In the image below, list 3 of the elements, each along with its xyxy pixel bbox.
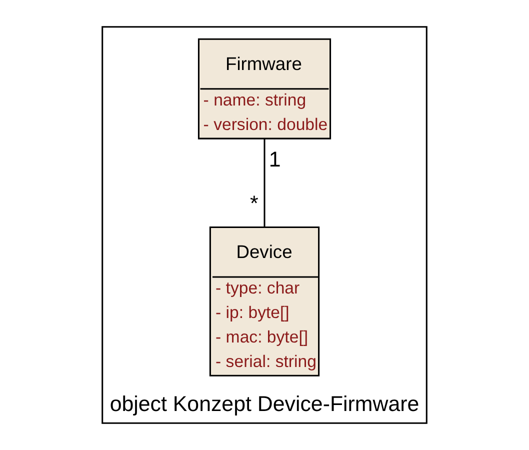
connector [264,138,266,228]
node-label: 1 [268,147,281,172]
node-label: * [250,192,258,216]
